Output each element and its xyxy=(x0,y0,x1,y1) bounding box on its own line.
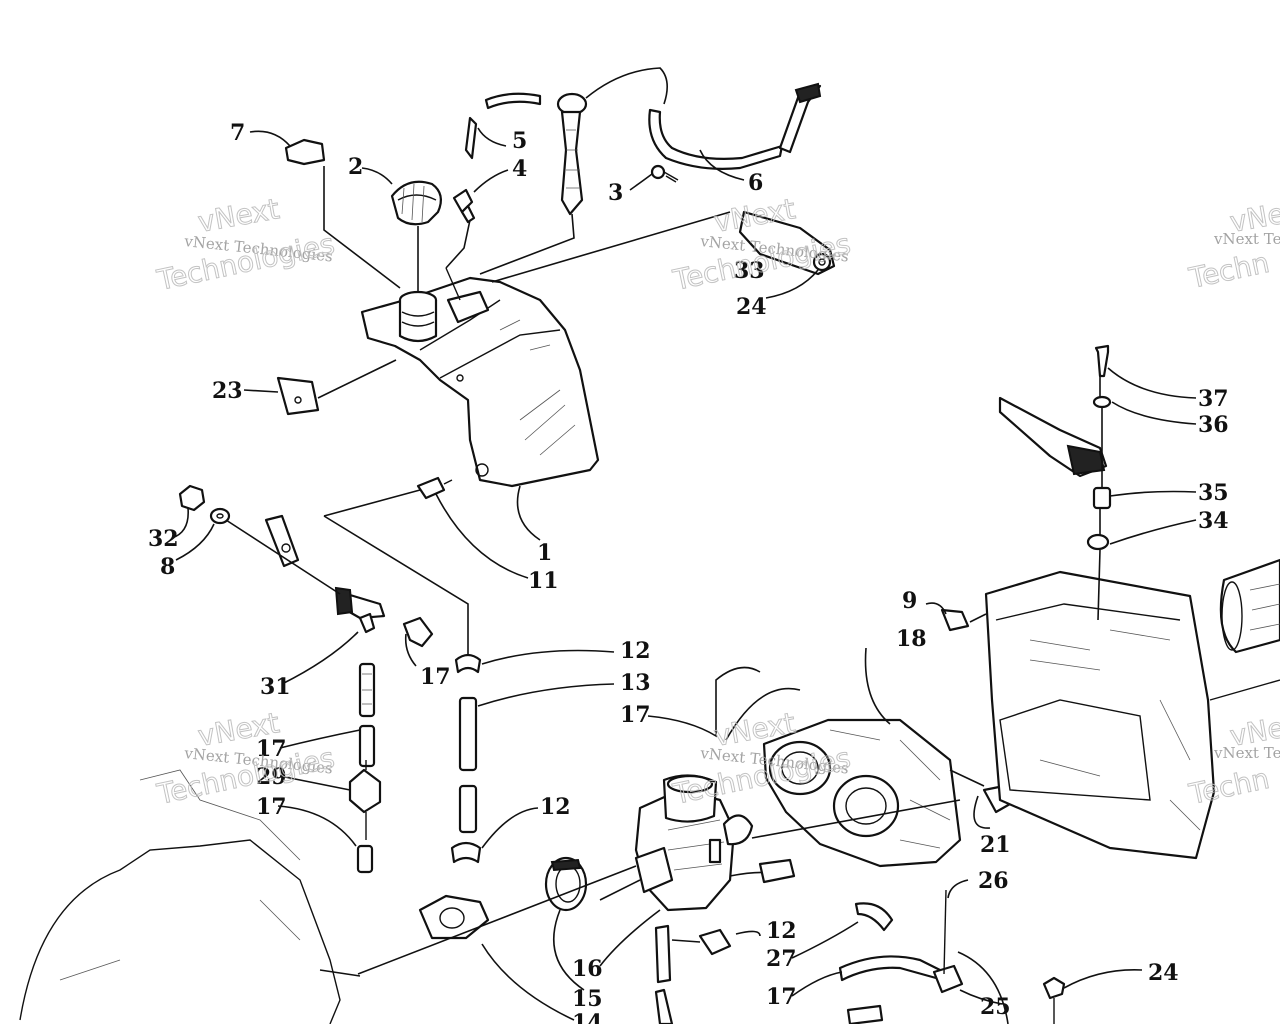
callout-6: 6 xyxy=(748,170,763,196)
washer-upper-part xyxy=(1092,395,1112,409)
carburetor-part xyxy=(634,774,796,912)
callout-12-c: 12 xyxy=(766,918,797,944)
callout-8: 8 xyxy=(160,554,175,580)
fuel-line-column-part xyxy=(348,662,382,874)
fuel-hose-short-part xyxy=(402,616,434,648)
watermark-top-left: vNext vNext Technologies Technologies xyxy=(153,192,338,298)
callout-17-d: 17 xyxy=(256,794,287,820)
callout-37: 37 xyxy=(1198,386,1229,412)
watermark-bottom-left: vNext vNext Technologies Technologies xyxy=(153,706,338,812)
callout-27: 27 xyxy=(766,946,797,972)
watermark-bottom-center: vNext vNext Technologies Technologies xyxy=(669,706,854,812)
nut-part xyxy=(178,484,206,512)
callout-11: 11 xyxy=(528,568,559,594)
airbox-housing-part xyxy=(984,570,1280,860)
svg-text:vNext: vNext xyxy=(195,192,281,239)
callout-29: 29 xyxy=(256,764,287,790)
intake-tube-part xyxy=(1219,558,1280,654)
callout-36: 36 xyxy=(1198,412,1229,438)
callout-32: 32 xyxy=(148,526,179,552)
callout-34: 34 xyxy=(1198,508,1229,534)
nut-bottom-part xyxy=(1042,976,1066,1024)
svg-text:Techn: Techn xyxy=(1186,246,1273,295)
callout-31: 31 xyxy=(260,674,291,700)
callout-9: 9 xyxy=(902,588,917,614)
hose-clamp-lower-part xyxy=(450,841,482,864)
callout-4: 4 xyxy=(512,156,527,182)
callout-33: 33 xyxy=(734,258,765,284)
mount-bracket-part xyxy=(738,210,836,276)
svg-text:vNext Te: vNext Te xyxy=(1213,230,1280,248)
callout-21: 21 xyxy=(980,832,1011,858)
callout-14: 14 xyxy=(572,1010,603,1024)
spacer-part xyxy=(1092,486,1112,510)
callout-13: 13 xyxy=(620,670,651,696)
callout-17-c: 17 xyxy=(256,736,287,762)
callout-5: 5 xyxy=(512,128,527,154)
outlet-fitting-part xyxy=(416,476,453,500)
clamp-bottom-part xyxy=(698,928,732,956)
callout-18: 18 xyxy=(896,626,927,652)
drain-hose-part xyxy=(654,924,674,1024)
callout-15: 15 xyxy=(572,986,603,1012)
intake-flange-part xyxy=(418,894,490,940)
bracket-25-part xyxy=(932,964,964,994)
engine-outline-part xyxy=(19,769,361,1024)
callout-1: 1 xyxy=(537,540,552,566)
callout-12-b: 12 xyxy=(540,794,571,820)
hanger-bracket-part xyxy=(264,514,300,568)
callout-23: 23 xyxy=(212,378,243,404)
decal-plate-part xyxy=(276,376,320,416)
callout-24-b: 24 xyxy=(1148,960,1179,986)
fuel-hose-long-part xyxy=(458,696,478,834)
callout-2: 2 xyxy=(348,154,363,180)
callout-25: 25 xyxy=(980,994,1011,1020)
oil-tank-part xyxy=(360,267,600,488)
callout-numbers: 1 2 3 4 5 6 7 8 9 11 12 12 12 13 14 15 1… xyxy=(148,120,1229,1024)
callout-16: 16 xyxy=(572,956,603,982)
hose-clamp-part xyxy=(454,653,482,674)
wiring-connector-part xyxy=(998,396,1108,478)
warning-tag-part xyxy=(284,138,326,166)
air-silencer-part xyxy=(762,718,962,868)
callout-17-e: 17 xyxy=(766,984,797,1010)
washer-part xyxy=(209,507,231,525)
clip-part xyxy=(940,608,970,632)
callout-24-a: 24 xyxy=(736,294,767,320)
bolt-part xyxy=(1094,344,1110,378)
callout-26: 26 xyxy=(978,868,1009,894)
callout-12-a: 12 xyxy=(620,638,651,664)
check-valve-part xyxy=(334,586,386,634)
leader-lines xyxy=(171,127,1197,1024)
bracket-bottom-part xyxy=(838,902,942,1024)
callout-35: 35 xyxy=(1198,480,1229,506)
pin-26-part xyxy=(943,889,947,975)
callout-17-b: 17 xyxy=(620,702,651,728)
screw-part xyxy=(650,164,679,183)
callout-7: 7 xyxy=(230,120,245,146)
filler-cap-part xyxy=(390,180,443,226)
clamp-ring-part xyxy=(544,856,588,912)
svg-text:vNext Te: vNext Te xyxy=(1213,744,1280,762)
vent-hose-part xyxy=(464,92,542,160)
elbow-fitting-part xyxy=(452,188,476,224)
watermark-top-right: vNext vNext Te Techn xyxy=(1185,192,1280,296)
grommet-part xyxy=(1086,533,1110,551)
callout-17-a: 17 xyxy=(420,664,451,690)
callout-3: 3 xyxy=(608,180,623,206)
oil-level-sensor-part xyxy=(556,67,822,216)
